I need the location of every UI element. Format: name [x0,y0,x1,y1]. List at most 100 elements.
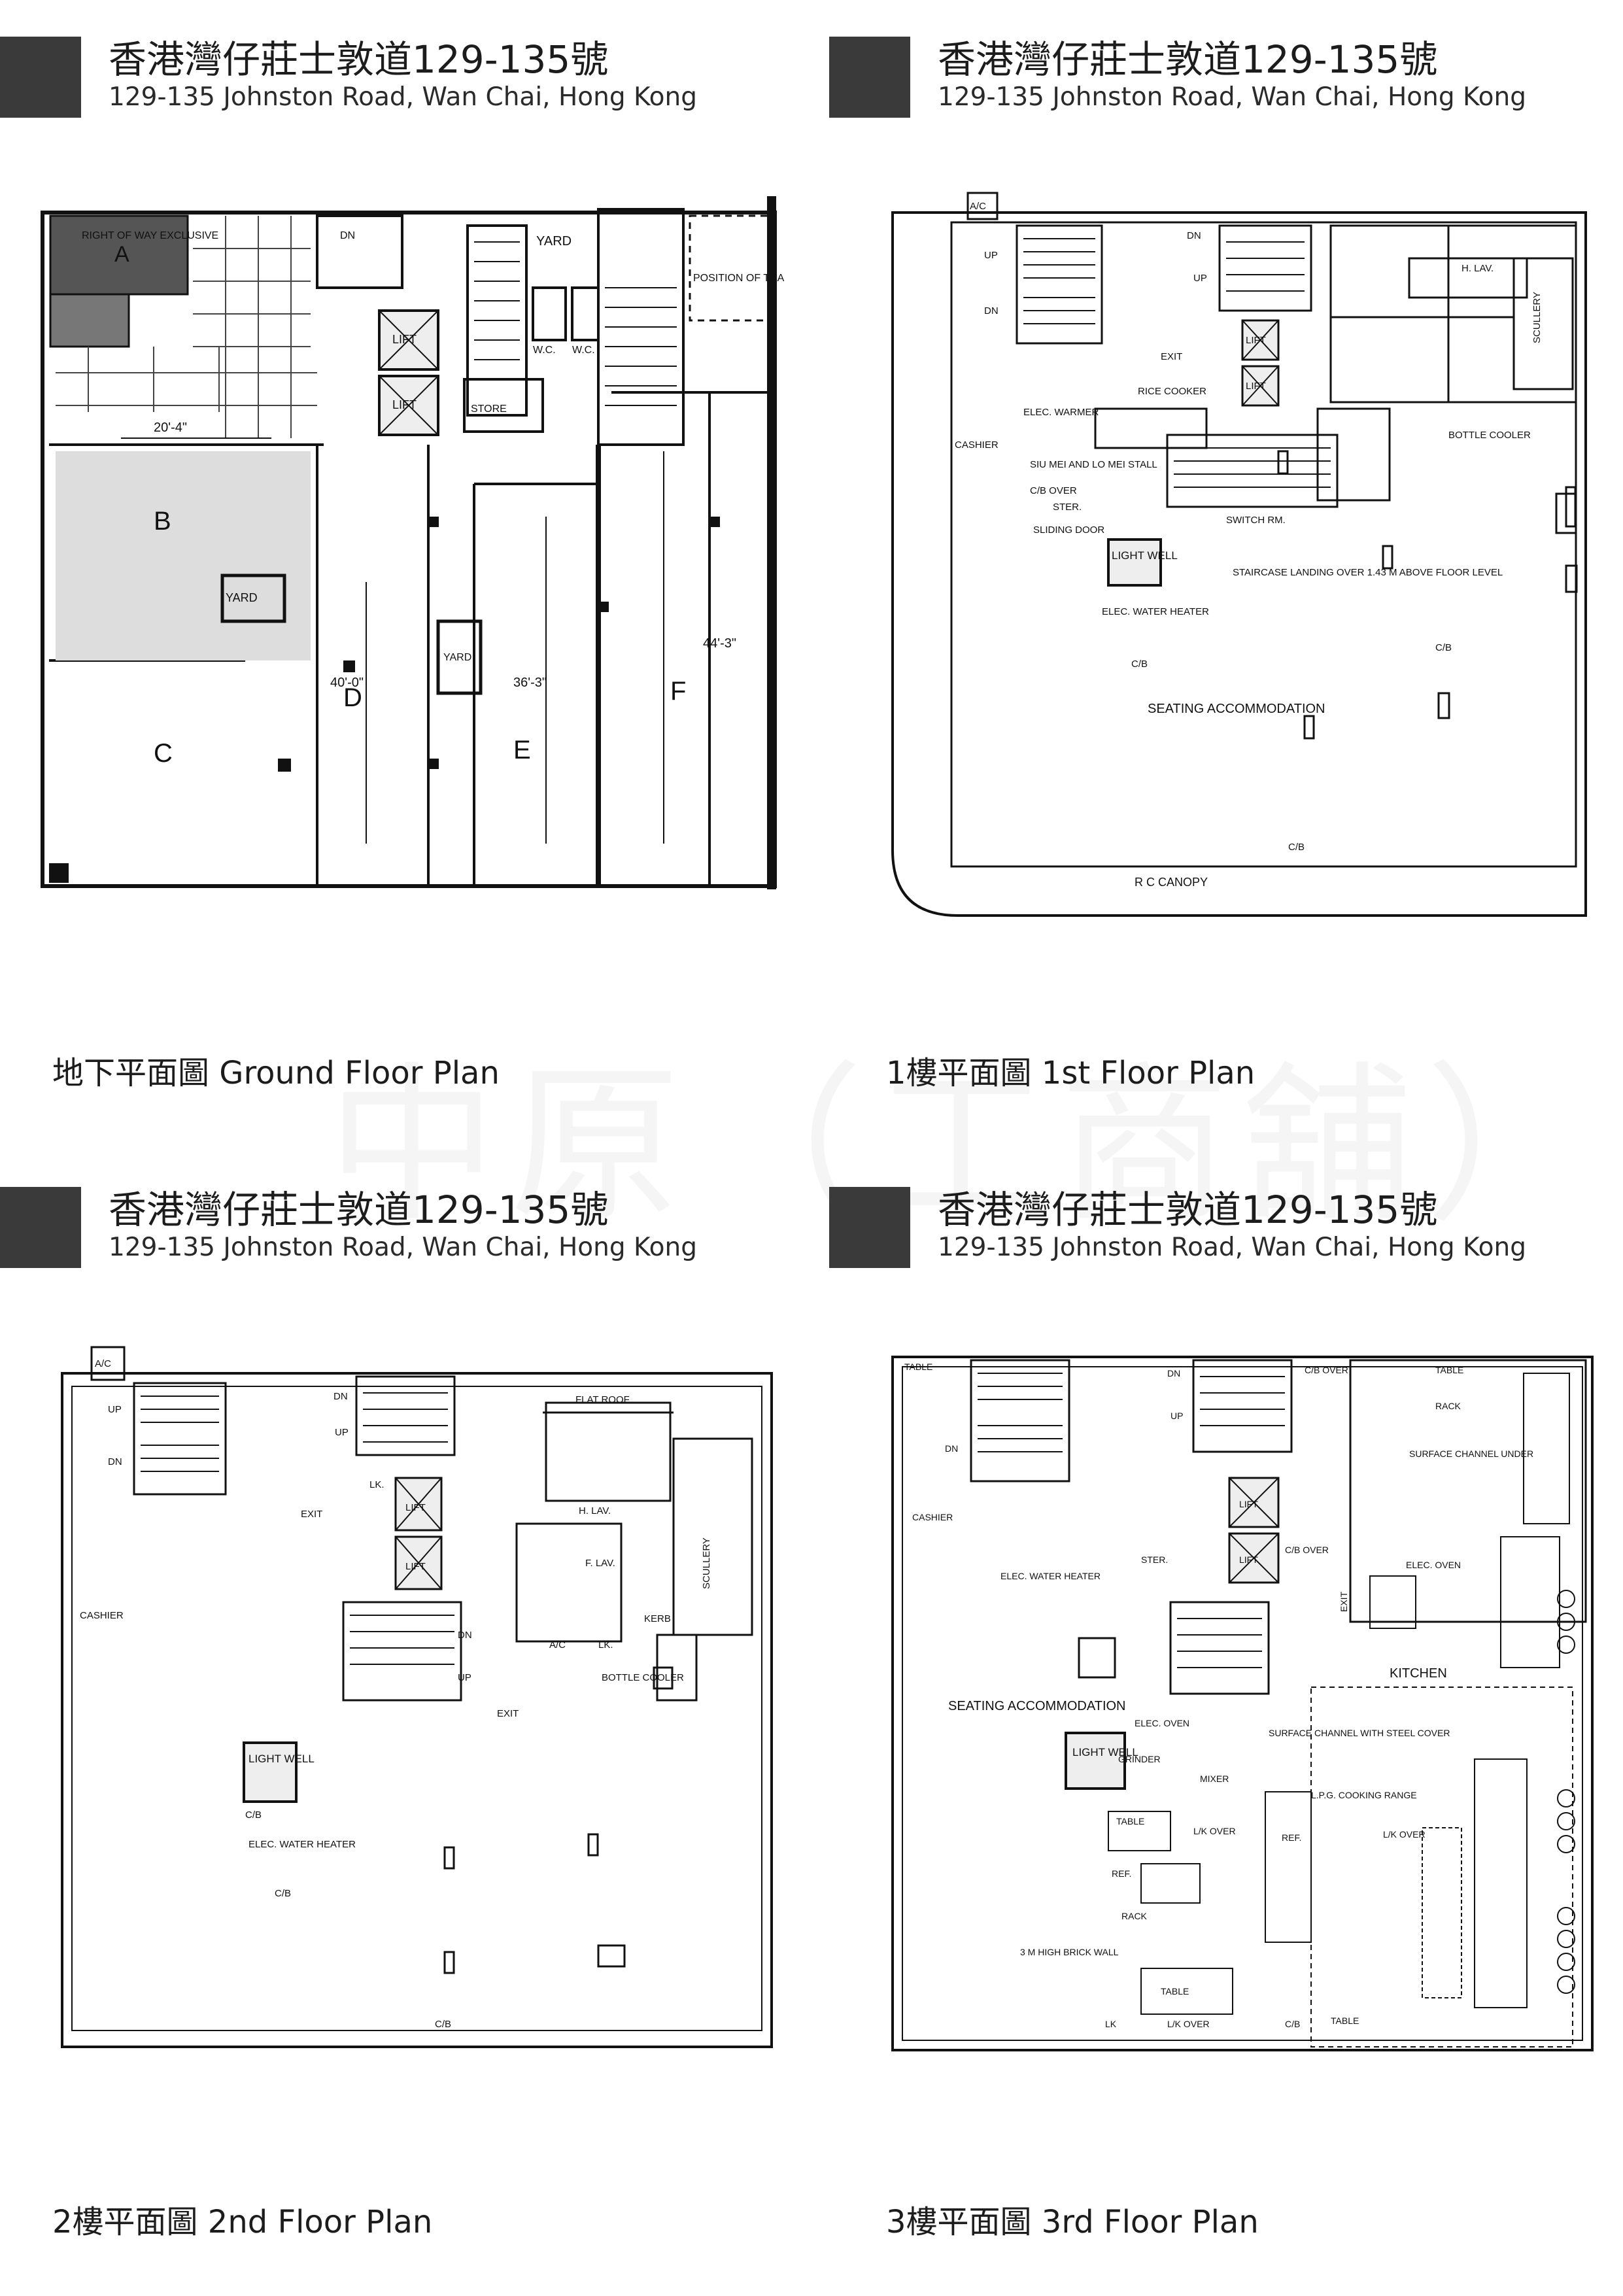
1st-label-seating: SEATING ACCOMMODATION [1148,702,1325,716]
ground-unit-f: F [670,677,686,706]
3rd-label-table2: TABLE [1435,1365,1463,1375]
ground-label-yard-b: YARD [226,591,258,604]
1st-label-exit: EXIT [1161,351,1182,362]
2nd-label-dn2: DN [333,1391,348,1402]
3rd-label-elec-water-heater: ELEC. WATER HEATER [1000,1571,1101,1581]
ground-unit-d: D [343,683,362,712]
3rd-label-light-well: LIGHT WELL [1072,1746,1138,1758]
1st-label-dn2: DN [1187,230,1201,241]
2nd-label-bottle-cooler: BOTTLE COOLER [602,1672,684,1683]
3rd-label-seating: SEATING ACCOMMODATION [948,1699,1126,1713]
ground-label-transformer: POSITION OF TRANSFORMER RM. [693,273,785,284]
address-zh: 香港灣仔莊士敦道129-135號 [938,1188,1438,1232]
caption-2nd-floor: 2樓平面圖 2nd Floor Plan [52,2204,433,2240]
1st-label-elec-water-heater: ELEC. WATER HEATER [1102,606,1209,617]
2nd-label-exit2: EXIT [497,1708,519,1719]
3rd-label-dn2: DN [1167,1368,1180,1379]
3rd-label-surface-channel-cover: SURFACE CHANNEL WITH STEEL COVER [1269,1728,1450,1738]
1st-label-rice-cooker: RICE COOKER [1138,386,1206,397]
header-block [829,1187,910,1268]
header-ground-floor: 香港灣仔莊士敦道129-135號 129-135 Johnston Road, … [0,37,772,122]
3rd-label-cb: C/B [1285,2019,1300,2029]
2nd-label-light-well: LIGHT WELL [248,1753,315,1765]
ground-floor-drawing: RIGHT OF WAY EXCLUSIVE YARD W.C. W.C. LI… [41,196,785,889]
3rd-label-surface-channel-under: SURFACE CHANNEL UNDER [1409,1448,1533,1459]
1st-label-cb-over: C/B OVER [1030,485,1077,496]
2nd-label-up2: UP [335,1427,349,1438]
ground-floor-plan: RIGHT OF WAY EXCLUSIVE YARD W.C. W.C. LI… [36,190,785,899]
header-1st-floor: 香港灣仔莊士敦道129-135號 129-135 Johnston Road, … [829,37,1614,122]
3rd-label-lk-over2: L/K OVER [1383,1829,1426,1840]
3rd-label-ster: STER. [1141,1554,1168,1565]
2nd-label-ac2: A/C [549,1639,566,1651]
2nd-label-lk: LK. [369,1479,384,1490]
watermark: 中原（工商舖） [327,1048,1609,1245]
3rd-label-elec-oven: ELEC. OVEN [1406,1560,1461,1570]
1st-label-staircase-landing: STAIRCASE LANDING OVER 1.43 M ABOVE FLOO… [1233,567,1503,578]
3rd-label-cb-over2: C/B OVER [1285,1545,1329,1555]
2nd-floor-plan: A/C UP DN DN UP EXIT LK. LIFT LIFT DN UP… [52,1341,781,2057]
ground-label-yard-e: YARD [443,652,471,663]
2nd-label-f-lav: F. LAV. [585,1558,615,1569]
1st-label-up: UP [984,250,998,261]
header-3rd-floor: 香港灣仔莊士敦道129-135號 129-135 Johnston Road, … [829,1187,1614,1272]
address-zh: 香港灣仔莊士敦道129-135號 [109,1188,609,1232]
address-en: 129-135 Johnston Road, Wan Chai, Hong Ko… [938,82,1526,112]
1st-label-cb3: C/B [1288,842,1305,853]
3rd-label-lift: LIFT [1239,1499,1258,1509]
2nd-label-elec-water-heater: ELEC. WATER HEATER [248,1839,356,1850]
2nd-label-lift: LIFT [405,1502,426,1513]
2nd-label-up: UP [108,1404,122,1415]
header-block [829,37,910,118]
3rd-label-cashier: CASHIER [912,1512,953,1522]
1st-label-lift: LIFT [1246,335,1266,346]
2nd-label-cb2: C/B [275,1888,291,1899]
1st-label-canopy: R C CANOPY [1135,876,1208,889]
3rd-label-dn: DN [945,1443,958,1454]
1st-label-cashier: CASHIER [955,439,999,451]
ground-label-dim-f: 44'-3" [703,636,736,651]
caption-1st-floor: 1樓平面圖 1st Floor Plan [886,1055,1256,1091]
1st-label-up2: UP [1193,273,1207,284]
ground-label-dn: DN [340,230,355,241]
2nd-label-exit: EXIT [301,1509,322,1520]
2nd-label-cashier: CASHIER [80,1610,124,1621]
ground-label-store: STORE [471,403,507,415]
address-en: 129-135 Johnston Road, Wan Chai, Hong Ko… [938,1233,1526,1262]
3rd-label-ref2: REF. [1112,1868,1131,1879]
3rd-label-rack2: RACK [1121,1911,1148,1921]
3rd-label-grinder: GRINDER [1118,1754,1161,1764]
2nd-label-scullery: SCULLERY [701,1537,712,1589]
address-en: 129-135 Johnston Road, Wan Chai, Hong Ko… [109,1233,697,1262]
2nd-label-ac: A/C [95,1358,111,1369]
2nd-label-dn: DN [108,1456,122,1467]
ground-unit-b: B [154,507,171,536]
3rd-label-brick-wall: 3 M HIGH BRICK WALL [1020,1947,1119,1957]
3rd-floor-drawing: TABLE DN DN UP C/B OVER TABLE RACK CASHI… [891,1356,1594,2051]
header-2nd-floor: 香港灣仔莊士敦道129-135號 129-135 Johnston Road, … [0,1187,772,1272]
3rd-label-lk-over: L/K OVER [1193,1826,1236,1836]
1st-label-h-lav: H. LAV. [1461,263,1494,274]
ground-unit-c: C [154,739,173,768]
1st-label-light-well: LIGHT WELL [1112,549,1178,562]
header-block [0,37,81,118]
address-zh: 香港灣仔莊士敦道129-135號 [109,37,609,82]
1st-label-bottle-cooler: BOTTLE COOLER [1448,430,1531,441]
2nd-label-flat-roof: FLAT ROOF [575,1394,630,1405]
3rd-label-lift2: LIFT [1239,1554,1258,1565]
ground-label-dim-e: 36'-3" [513,676,547,690]
ground-label-wc: W.C. [533,345,556,356]
1st-label-cb: C/B [1131,659,1148,670]
ground-label-dim-d: 40'-0" [330,676,364,690]
ground-label-lift: LIFT [392,333,417,346]
3rd-label-lpg-range: L.P.G. COOKING RANGE [1311,1790,1417,1800]
1st-label-elec-warmer: ELEC. WARMER [1023,407,1099,418]
ground-label-dim-width: 20'-4" [154,420,187,435]
3rd-label-mixer: MIXER [1200,1773,1229,1784]
ground-label-wc: W.C. [572,345,595,356]
1st-label-cb2: C/B [1435,642,1452,653]
1st-label-siu-mei: SIU MEI AND LO MEI STALL [1030,459,1157,470]
3rd-floor-plan: TABLE DN DN UP C/B OVER TABLE RACK CASHI… [886,1341,1599,2060]
2nd-label-h-lav: H. LAV. [579,1505,611,1516]
header-block [0,1187,81,1268]
